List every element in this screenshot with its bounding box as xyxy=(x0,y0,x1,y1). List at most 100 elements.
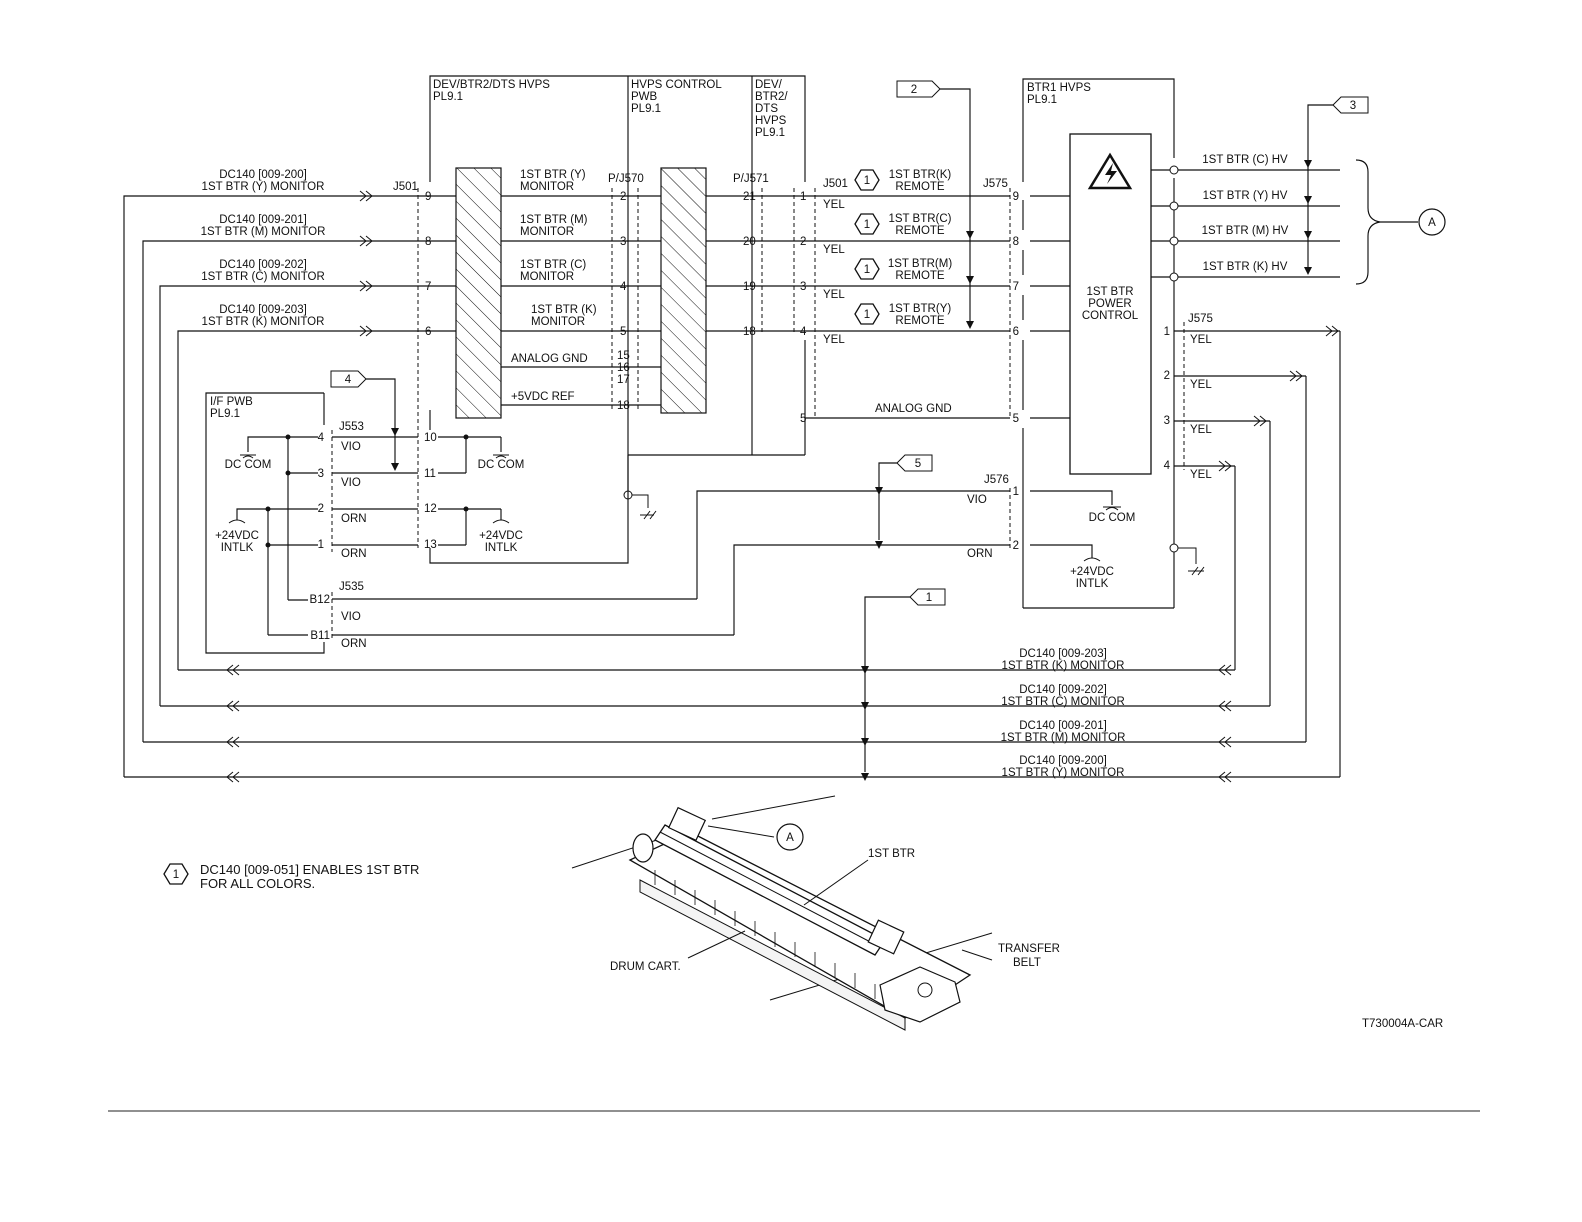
bottom-monitor-bus: DC140 [009-203] 1ST BTR (K) MONITOR DC14… xyxy=(124,588,1340,783)
if-dc-com-icon xyxy=(240,454,256,459)
input-name-m: 1ST BTR (M) MONITOR xyxy=(201,226,326,238)
btr1-hvps: BTR1 HVPS PL9.1 J575 9 8 7 6 5 1ST BTR P… xyxy=(983,78,1446,777)
svg-text:1ST BTR(M): 1ST BTR(M) xyxy=(888,258,952,270)
illustration-a: A xyxy=(786,832,794,844)
hvps-5vdc-ref: +5VDC REF xyxy=(511,391,575,403)
btr1-rpin-4: 4 xyxy=(1164,460,1171,472)
dev-btr2-dts-hvps: DEV/BTR2/DTS HVPS PL9.1 HVPS CONTROL PWB… xyxy=(393,75,1010,564)
note-number: 1 xyxy=(173,869,179,881)
if-v24-icon xyxy=(228,519,246,524)
svg-text:REMOTE: REMOTE xyxy=(895,270,945,282)
connector-a-circle xyxy=(1418,208,1446,236)
hvps-sig-m-mon: MONITOR xyxy=(520,226,574,238)
btr1-rpin-1: 1 xyxy=(1164,326,1170,338)
dev-hvps-pl: PL9.1 xyxy=(755,127,785,139)
j576-connector: J576 xyxy=(984,474,1009,486)
bus-name-c: 1ST BTR (C) MONITOR xyxy=(1001,696,1125,708)
input-name-c: 1ST BTR (C) MONITOR xyxy=(201,271,325,283)
j576-vio: VIO xyxy=(967,494,987,506)
j576-pin-2: 2 xyxy=(1013,540,1019,552)
yel-2: YEL xyxy=(823,244,845,256)
svg-text:1: 1 xyxy=(926,592,932,604)
bus-code-k: DC140 [009-203] xyxy=(1019,648,1107,660)
power-control-block xyxy=(1069,133,1152,475)
hvps-sig-y-mon: MONITOR xyxy=(520,181,574,193)
btr1-connector-right: J575 xyxy=(1188,313,1213,325)
j576-orn: ORN xyxy=(967,548,993,560)
control-connector: P/J570 xyxy=(608,173,644,185)
svg-text:1ST BTR(Y): 1ST BTR(Y) xyxy=(889,303,952,315)
j501-remote-section: J501 YEL YEL YEL YEL ANALOG GND 1 1ST BT… xyxy=(823,80,1011,418)
hvps-v24-l2: INTLK xyxy=(485,542,518,554)
j501-pin-2: 2 xyxy=(800,236,806,248)
j553-pin-4: 4 xyxy=(318,432,325,444)
dsmall-pin-21: 21 xyxy=(743,191,756,203)
j501-pin-5: 5 xyxy=(800,413,806,425)
yel-3: YEL xyxy=(823,289,845,301)
cpwb-pin-4: 4 xyxy=(620,281,627,293)
cpwb-pin-15: 15 xyxy=(617,350,630,362)
svg-text:1ST BTR(K): 1ST BTR(K) xyxy=(889,169,952,181)
j553-pin-1: 1 xyxy=(318,539,324,551)
btr1-pin-7: 7 xyxy=(1013,281,1019,293)
input-name-y: 1ST BTR (Y) MONITOR xyxy=(202,181,325,193)
if-pwb-pl: PL9.1 xyxy=(210,408,240,420)
svg-text:5: 5 xyxy=(915,458,921,470)
j535-pin-b11: B11 xyxy=(310,630,330,642)
left-signal-wires xyxy=(123,190,425,777)
hvps-dc-com: DC COM xyxy=(478,459,525,471)
flag-2: 2 xyxy=(896,80,974,329)
j553-wire-4: ORN xyxy=(341,548,367,560)
j553-pin-3: 3 xyxy=(318,468,324,480)
btr1-rpin-2: 2 xyxy=(1164,370,1170,382)
j501-pin-4: 4 xyxy=(800,326,807,338)
illustration-btr: 1ST BTR xyxy=(868,848,915,860)
hvps-pin-10: 10 xyxy=(424,432,437,444)
dev-hvps-l4: HVPS xyxy=(755,115,787,127)
remote-flag-y: 1 1ST BTR(Y) REMOTE xyxy=(854,303,952,327)
btr1-pl: PL9.1 xyxy=(1027,94,1057,106)
flag-4: 4 xyxy=(330,370,399,471)
j501-right-connector: J501 xyxy=(823,178,848,190)
illustration-a-circle xyxy=(776,823,804,851)
dsmall-pin-18: 18 xyxy=(743,326,756,338)
btr1-connector-left: J575 xyxy=(983,178,1008,190)
hvps-sig-y: 1ST BTR (Y) xyxy=(520,169,586,181)
hvps-connector: J501 xyxy=(393,181,418,193)
hv-k: 1ST BTR (K) HV xyxy=(1203,261,1288,273)
dev-hvps-l2: BTR2/ xyxy=(755,91,788,103)
dc-com-ground-icon xyxy=(1103,506,1121,511)
svg-text:1: 1 xyxy=(864,175,870,187)
hvps-pin-8: 8 xyxy=(425,236,431,248)
power-control-l2: POWER xyxy=(1088,298,1131,310)
high-voltage-icon xyxy=(1087,152,1133,190)
arrow-marks-left xyxy=(359,190,373,337)
j501-pin-3: 3 xyxy=(800,281,806,293)
flag-5: 5 xyxy=(875,454,933,549)
j576-section: J576 1 2 VIO ORN DC COM +24VDC INTLK 5 xyxy=(696,454,1136,635)
j553-pin-2: 2 xyxy=(318,503,324,515)
j576-dc-com: DC COM xyxy=(1089,512,1136,524)
hvps-hatched-pwb xyxy=(455,167,502,419)
roller-right-bearing xyxy=(867,919,905,955)
btr1-pin-8: 8 xyxy=(1013,236,1019,248)
input-code-y: DC140 [009-200] xyxy=(219,169,307,181)
j501-pin-1: 1 xyxy=(800,191,806,203)
btr1-yel-4: YEL xyxy=(1190,469,1212,481)
hvps-pin-7: 7 xyxy=(425,281,431,293)
bus-arrow-marks xyxy=(226,664,1232,783)
j553-connector: J553 xyxy=(339,421,364,433)
input-code-k: DC140 [009-203] xyxy=(219,304,307,316)
hvps-lower-pins: 10 11 12 13 DC COM +24VDC INTLK 4 xyxy=(330,370,525,554)
hvps-pin-6: 6 xyxy=(425,326,431,338)
cpwb-pin-17: 17 xyxy=(617,374,630,386)
btr1-yel-3: YEL xyxy=(1190,424,1212,436)
hv-brace xyxy=(1355,159,1381,285)
hvps-pl: PL9.1 xyxy=(433,91,463,103)
bus-name-k: 1ST BTR (K) MONITOR xyxy=(1002,660,1125,672)
cpwb-pin-2: 2 xyxy=(620,191,626,203)
btr-illustration: A 1ST BTR DRUM CART. TRANSFER BELT xyxy=(571,795,1060,1031)
hvps-sig-k-mon: MONITOR xyxy=(531,316,585,328)
btr1-title: BTR1 HVPS xyxy=(1027,82,1091,94)
hv-c: 1ST BTR (C) HV xyxy=(1202,154,1288,166)
